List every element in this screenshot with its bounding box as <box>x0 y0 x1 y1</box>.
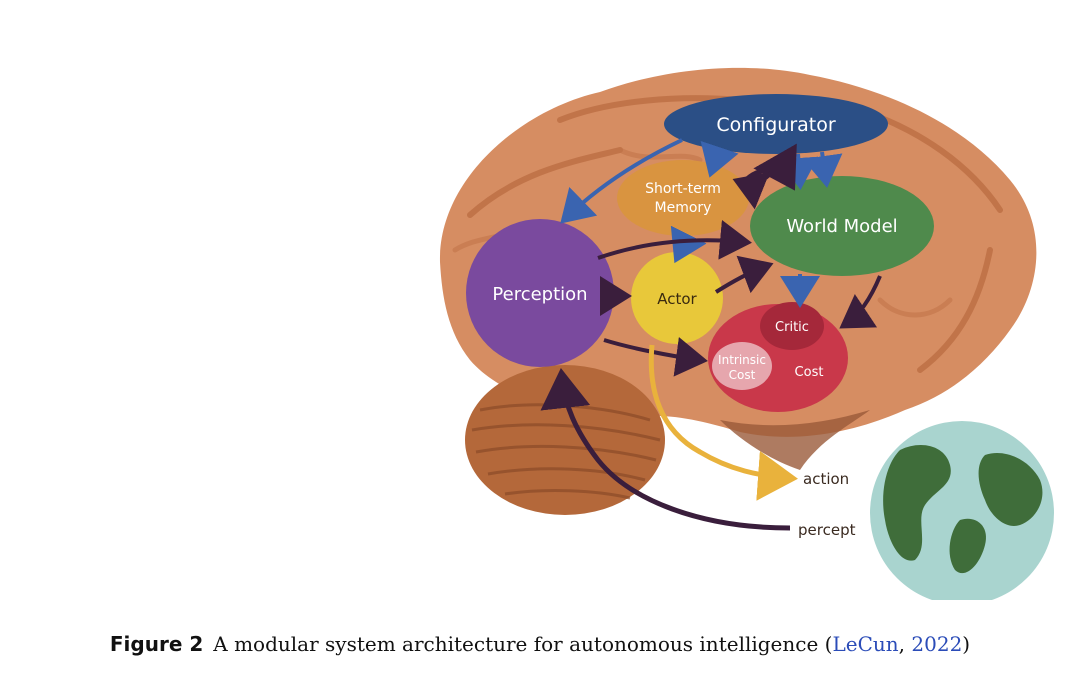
arrow-percept-to-perception <box>540 368 791 531</box>
citation-separator: , <box>898 632 912 656</box>
configurator-node <box>664 94 888 154</box>
figure-caption: Figure 2 A modular system architecture fo… <box>0 632 1080 656</box>
configurator-label: Configurator <box>716 114 836 136</box>
citation-year-link[interactable]: 2022 <box>911 632 963 656</box>
actor-label: Actor <box>657 290 697 308</box>
intrinsic-cost-label-line2: Cost <box>729 368 756 382</box>
citation-author-link[interactable]: LeCun <box>832 632 899 656</box>
earth-globe <box>870 421 1054 600</box>
arrow-configurator-to-world-model <box>802 151 843 188</box>
perception-label: Perception <box>492 284 587 305</box>
perception-node <box>466 219 614 367</box>
short-term-memory-label-line2: Memory <box>655 200 712 216</box>
short-term-memory-label-line1: Short-term <box>645 181 721 197</box>
caption-close: ) <box>962 632 971 656</box>
short-term-memory-node <box>617 160 749 236</box>
arrow-configurator-to-memory <box>700 140 739 178</box>
arrow-configurator-to-world-model-2 <box>778 153 819 190</box>
critic-node <box>760 302 824 350</box>
brain-fold <box>467 95 1003 373</box>
intrinsic-cost-label-line1: Intrinsic <box>718 353 766 367</box>
arrow-actor-to-action <box>648 344 798 501</box>
arrow-perception-to-world-model <box>597 219 752 260</box>
brain-stem <box>720 410 870 470</box>
critic-label: Critic <box>775 320 809 335</box>
arrow-actor-to-world-model <box>714 255 774 294</box>
cost-label: Cost <box>795 365 824 380</box>
arrow-configurator-to-perception <box>560 138 683 224</box>
percept-label: percept <box>798 521 856 539</box>
caption-text: A modular system architecture for autono… <box>213 632 833 656</box>
earth-continent <box>883 445 951 561</box>
figure-number: Figure 2 <box>109 632 204 656</box>
intrinsic-cost-node <box>712 342 772 390</box>
action-label: action <box>803 470 849 488</box>
architecture-diagram: Configurator Short-term Memory World Mod… <box>439 67 1054 600</box>
world-model-label: World Model <box>786 216 897 237</box>
earth-continent <box>978 452 1043 526</box>
actor-node <box>631 252 723 344</box>
arrow-world-model-to-critic <box>839 275 882 329</box>
world-model-node <box>750 176 934 276</box>
arrow-world-model-memory <box>732 170 774 210</box>
earth-continent <box>949 518 986 574</box>
